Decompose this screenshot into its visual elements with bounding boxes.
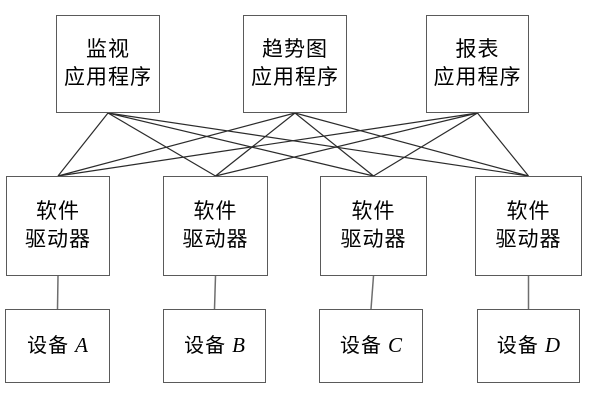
node-software-driver-3: 软件 驱动器 bbox=[320, 176, 427, 276]
node-label: 软件 驱动器 bbox=[340, 199, 407, 251]
edge-app-report-to-driver-1 bbox=[57, 112, 478, 177]
node-software-driver-2: 软件 驱动器 bbox=[163, 176, 268, 276]
device-letter: B bbox=[232, 333, 245, 358]
node-trend-chart-application: 趋势图 应用程序 bbox=[243, 15, 347, 113]
edge-app-monitor-to-driver-4 bbox=[107, 112, 529, 177]
node-label: 趋势图 应用程序 bbox=[251, 37, 339, 89]
device-prefix: 设备 bbox=[27, 335, 70, 358]
device-letter: D bbox=[544, 333, 561, 358]
node-software-driver-1: 软件 驱动器 bbox=[6, 176, 110, 276]
edge-driver-2-to-device-b bbox=[213, 275, 217, 310]
device-prefix: 设备 bbox=[339, 335, 382, 358]
node-label: 软件 驱动器 bbox=[182, 199, 249, 251]
edge-app-monitor-to-driver-2 bbox=[107, 112, 216, 177]
node-monitor-application: 监视 应用程序 bbox=[56, 15, 160, 113]
node-report-application: 报表 应用程序 bbox=[426, 15, 529, 113]
edge-app-monitor-to-driver-1 bbox=[57, 112, 109, 177]
edge-app-report-to-driver-2 bbox=[215, 112, 478, 177]
edge-app-monitor-to-driver-3 bbox=[107, 112, 374, 177]
node-label: 监视 应用程序 bbox=[64, 37, 152, 89]
edge-app-report-to-driver-4 bbox=[477, 112, 529, 177]
edge-app-trend-to-driver-2 bbox=[215, 112, 296, 177]
node-software-driver-4: 软件 驱动器 bbox=[475, 176, 582, 276]
edge-app-trend-to-driver-4 bbox=[294, 112, 529, 177]
edge-driver-3-to-device-c bbox=[370, 275, 375, 310]
edge-app-report-to-driver-3 bbox=[373, 112, 478, 177]
device-letter: A bbox=[75, 333, 88, 358]
node-label: 软件 驱动器 bbox=[25, 199, 91, 251]
device-prefix: 设备 bbox=[496, 335, 539, 358]
device-prefix: 设备 bbox=[184, 335, 227, 358]
node-label: 软件 驱动器 bbox=[495, 199, 562, 251]
edge-app-trend-to-driver-1 bbox=[57, 112, 296, 177]
node-label: 报表 应用程序 bbox=[433, 37, 522, 89]
edge-app-trend-to-driver-3 bbox=[294, 112, 374, 177]
device-letter: C bbox=[387, 333, 402, 358]
edge-driver-1-to-device-a bbox=[56, 275, 59, 310]
